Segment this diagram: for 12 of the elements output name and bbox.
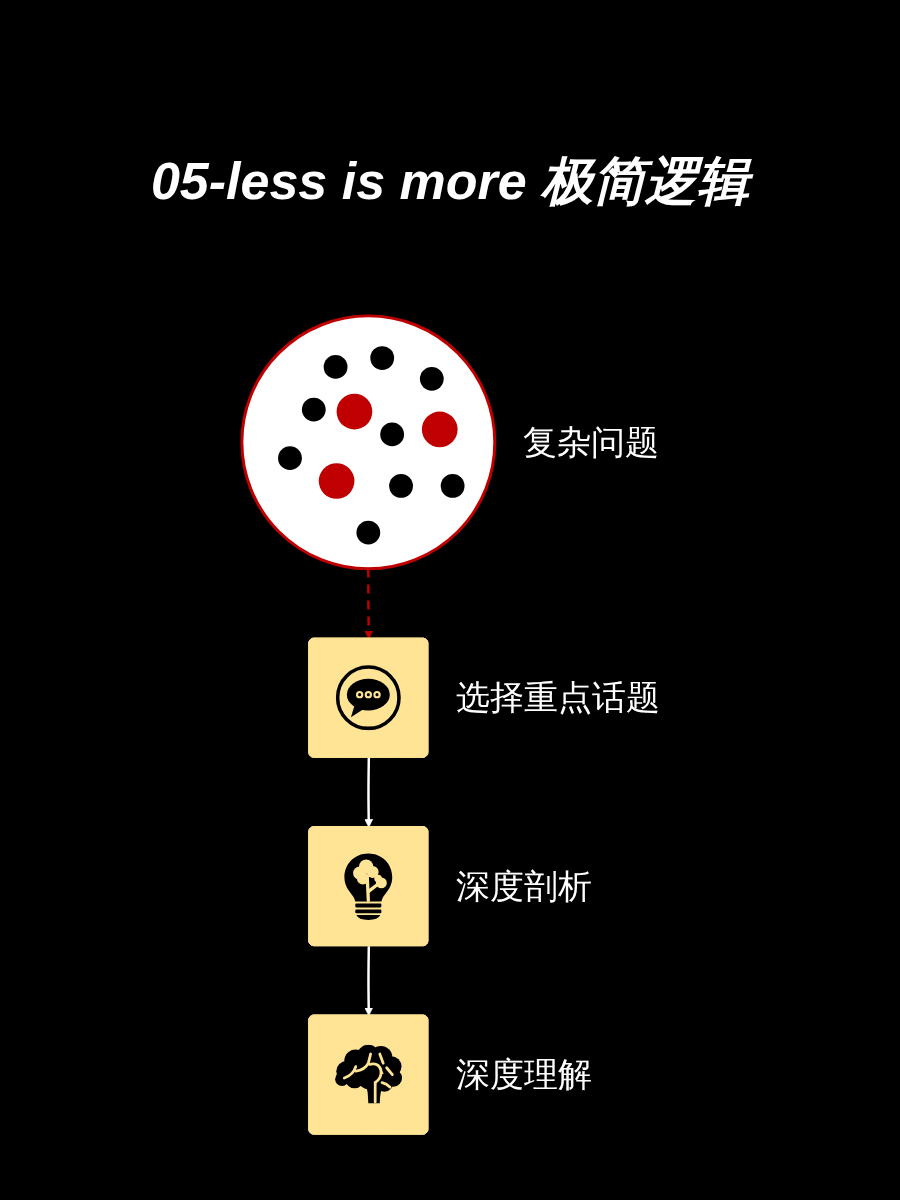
arrow [364, 757, 374, 828]
icon-tile [308, 826, 429, 947]
icon-tile [308, 1014, 429, 1135]
arrow [364, 946, 374, 1016]
dashed-arrow [364, 568, 374, 640]
circle-node [240, 314, 497, 571]
icon-tile [308, 637, 429, 758]
node-caption: 深度剖析 [455, 866, 592, 906]
node-caption: 选择重点话题 [455, 678, 660, 718]
title: 05-less is more 极简逻辑 [0, 150, 900, 213]
node-caption: 复杂问题 [522, 422, 659, 462]
node-caption: 深度理解 [455, 1055, 592, 1095]
